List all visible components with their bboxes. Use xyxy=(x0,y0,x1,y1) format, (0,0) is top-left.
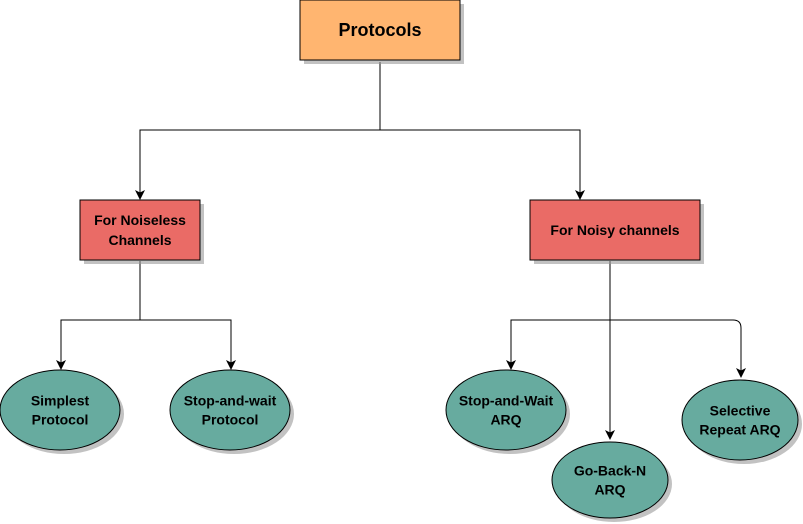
connector-noisy-to-selective-repeat xyxy=(610,319,746,378)
connector-noiseless-to-stop-and-wait xyxy=(140,319,236,370)
label-line: Protocol xyxy=(202,412,259,428)
label-line: Go-Back-N xyxy=(574,463,646,479)
connector-noisy-to-stop-and-wait-arq xyxy=(506,261,611,370)
label-line: ARQ xyxy=(490,412,521,428)
label-line: Stop-and-Wait xyxy=(459,393,554,409)
connectors xyxy=(56,62,746,440)
leaf-node-go-back-n-arq: Go-Back-N ARQ xyxy=(551,441,672,522)
label-line: Repeat ARQ xyxy=(699,422,780,438)
root-label: Protocols xyxy=(338,20,421,40)
label-line: Channels xyxy=(108,232,171,248)
label-line: For Noisy channels xyxy=(550,222,679,238)
label-line: Selective xyxy=(710,403,771,419)
label-line: Simplest xyxy=(31,393,90,409)
label-line: Stop-and-wait xyxy=(184,393,277,409)
root-node: Protocols xyxy=(299,0,464,64)
label-line: Protocols xyxy=(338,20,421,40)
connector-root-to-noisy xyxy=(380,129,585,200)
label-line: ARQ xyxy=(594,482,625,498)
connector-noiseless-to-simplest xyxy=(56,261,141,370)
label-line: Protocol xyxy=(32,412,89,428)
category-node-noisy: For Noisy channels xyxy=(529,199,704,264)
connector-root-to-noiseless xyxy=(135,62,381,200)
category-label-noisy: For Noisy channels xyxy=(550,222,679,238)
leaf-label-go-back-n-arq: Go-Back-N ARQ xyxy=(574,463,646,498)
label-line: For Noiseless xyxy=(94,212,186,228)
